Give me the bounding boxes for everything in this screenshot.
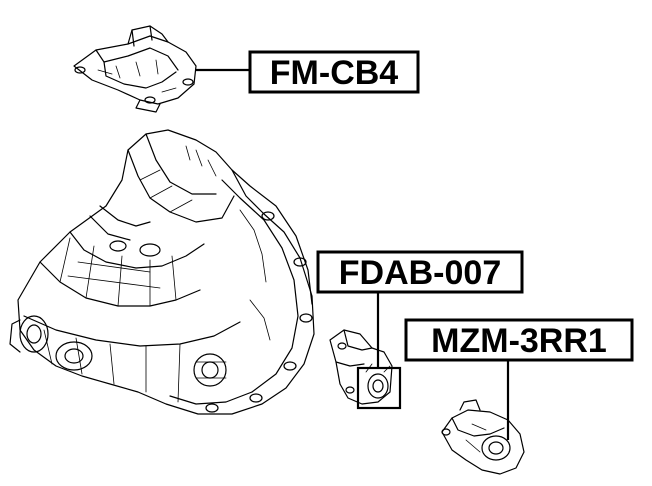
part-number-mzm-3rr1: MZM-3RR1 [431,322,607,360]
transmission-mount-top-drawing [73,25,197,113]
leader-lines [196,68,510,440]
part-label-fm-cb4: FM-CB4 [248,50,420,94]
part-label-mzm-3rr1: MZM-3RR1 [404,318,634,362]
gearbox-housing-drawing [9,129,315,415]
part-number-fm-cb4: FM-CB4 [270,54,399,92]
part-number-fdab-007: FDAB-007 [339,254,501,292]
part-label-fdab-007: FDAB-007 [316,250,524,294]
rear-mount-drawing [441,399,525,475]
fdab-007-callout-box [356,366,402,410]
